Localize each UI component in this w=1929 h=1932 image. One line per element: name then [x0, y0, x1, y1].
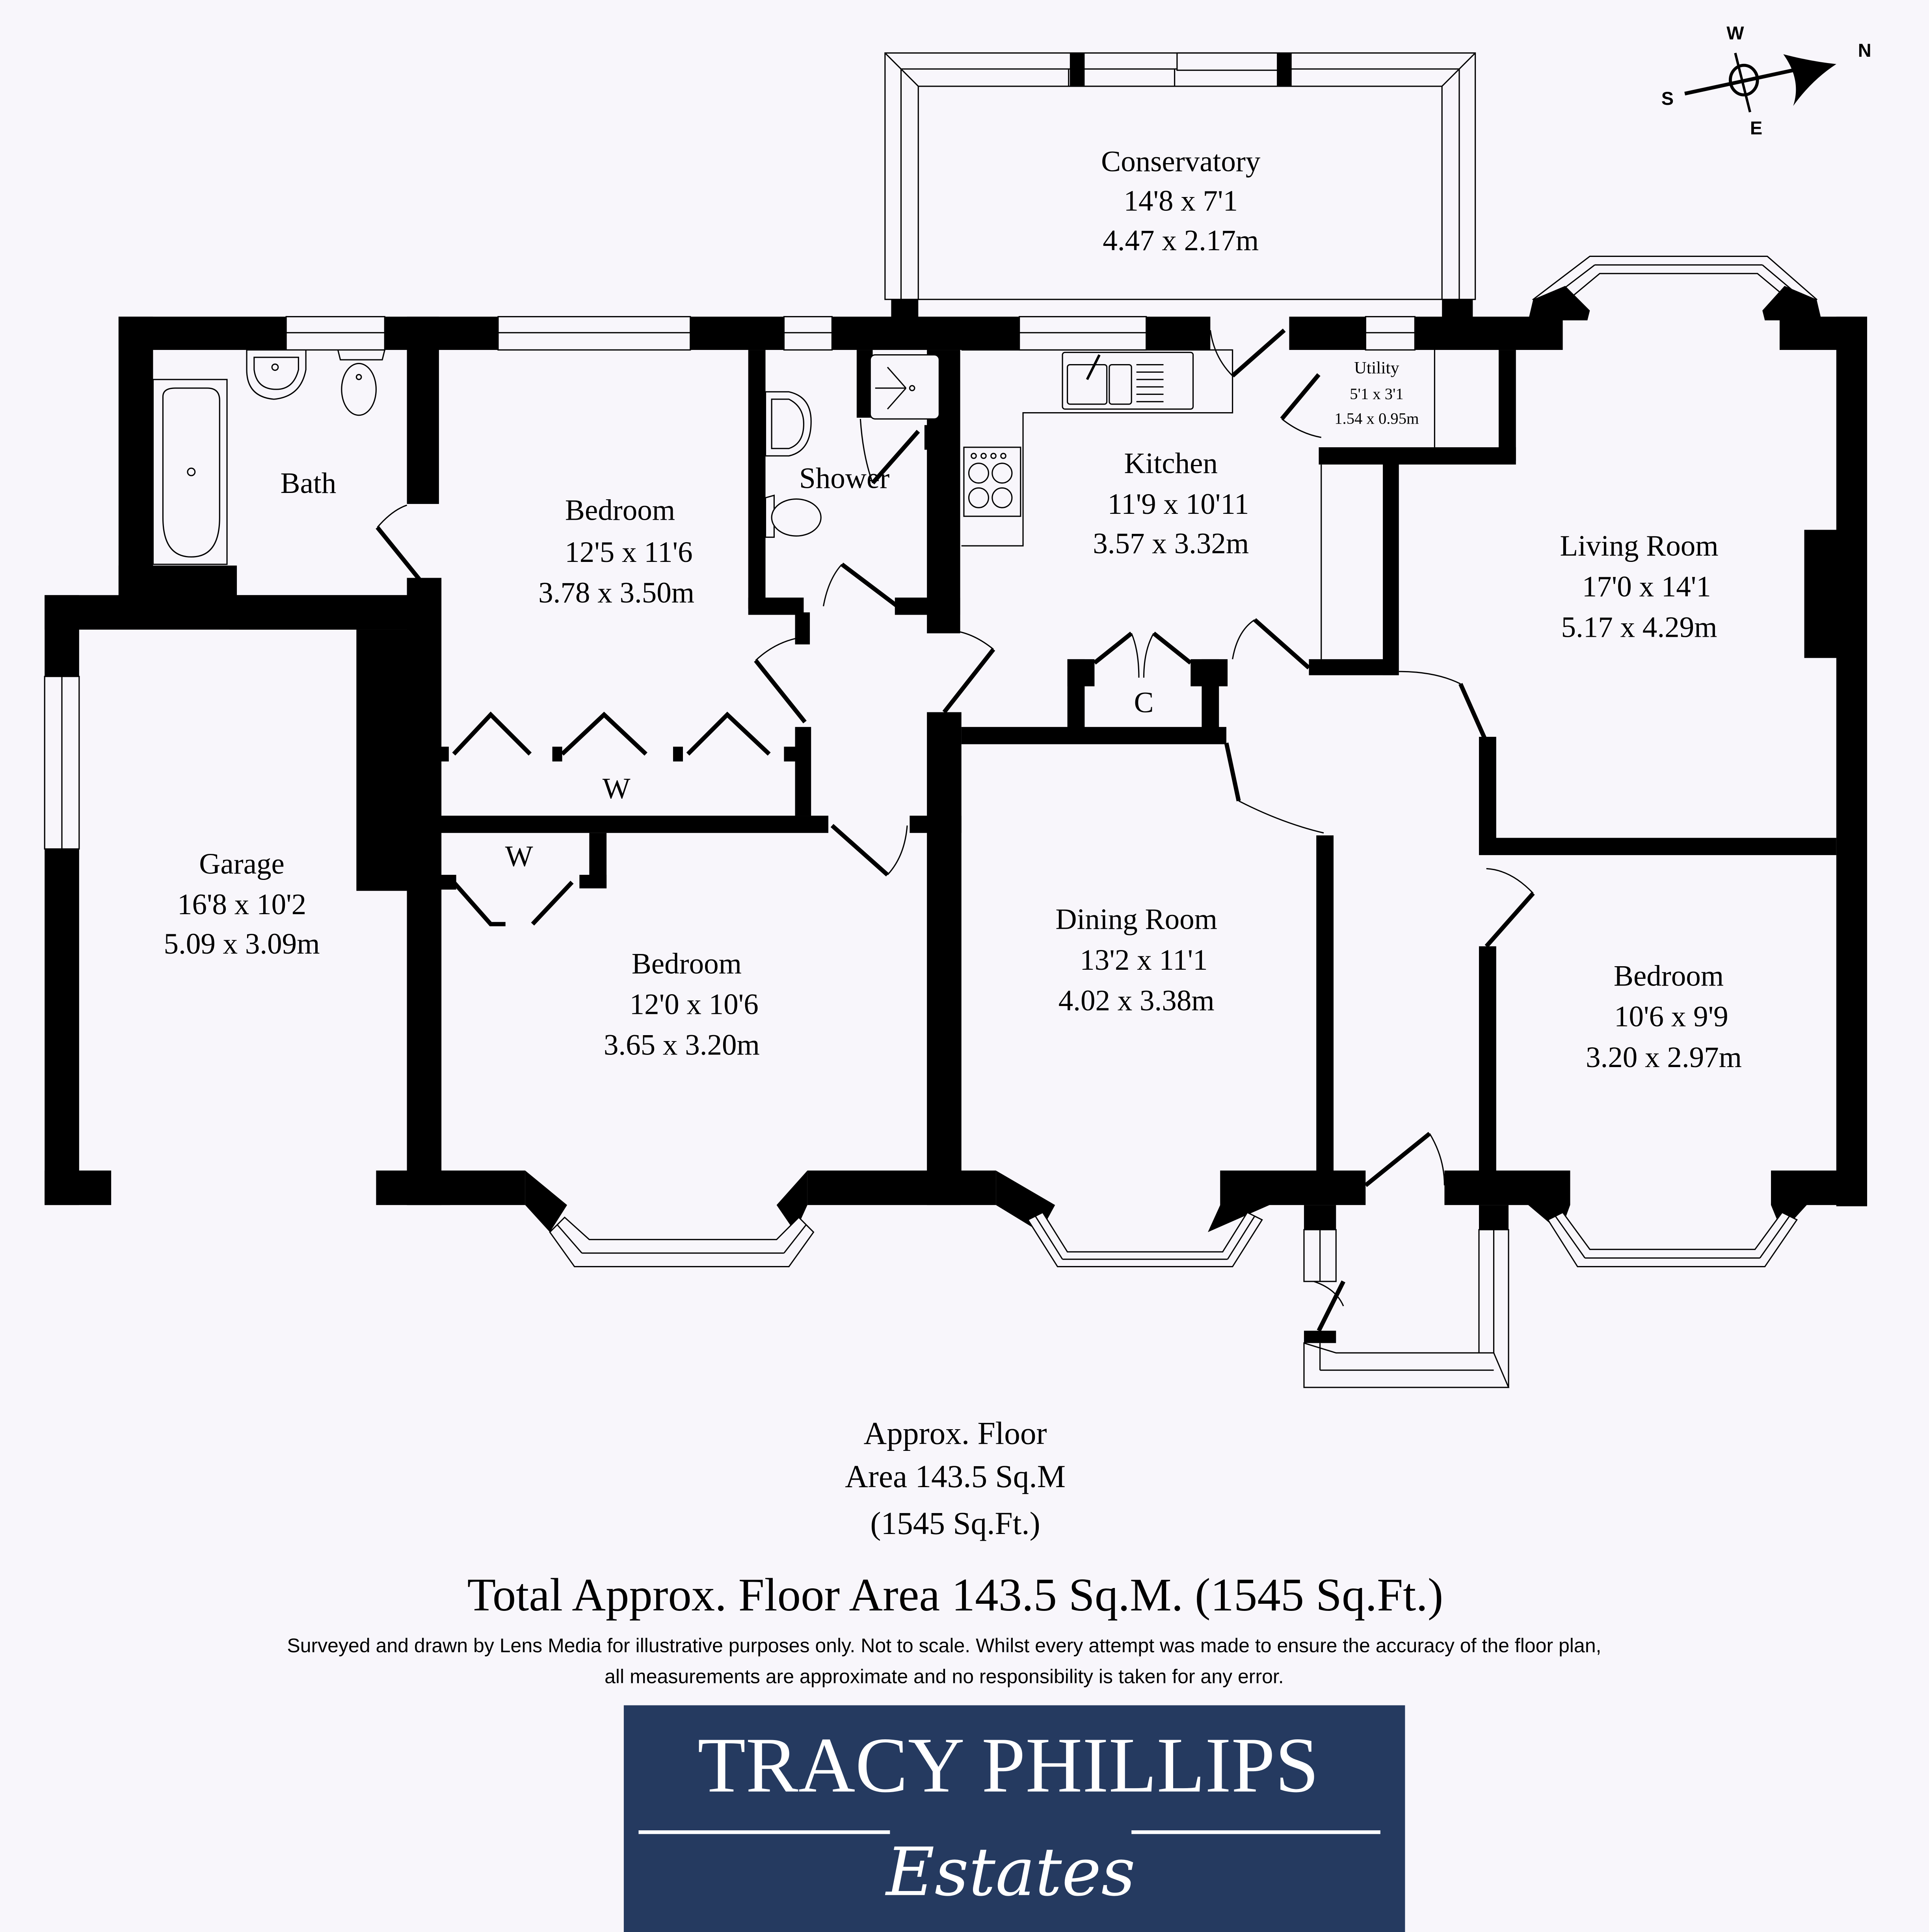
shower-basin-icon [765, 391, 812, 457]
compass-w-label: W [1726, 23, 1744, 43]
room-name: Living Room [1560, 530, 1718, 562]
room-wardrobe-2: W [505, 840, 533, 873]
logo-subtitle: Estates [885, 1833, 1135, 1911]
floor-area-line1: Approx. Floor [863, 1416, 1047, 1451]
room-name: Utility [1354, 358, 1399, 377]
room-utility: Utility 5'1 x 3'1 1.54 x 0.95m [1334, 358, 1419, 427]
compass-e-label: E [1750, 118, 1762, 138]
bedroom3-bay-window [1528, 1170, 1807, 1268]
living-room-bay-window [1528, 255, 1822, 320]
room-name: Bedroom [565, 494, 675, 527]
bedroom2-bay-window [525, 1170, 815, 1268]
floor-area-line3: (1545 Sq.Ft.) [870, 1506, 1040, 1541]
room-name: Garage [199, 848, 285, 880]
hob-icon [963, 446, 1021, 517]
room-bath: Bath [281, 467, 337, 500]
room-name: C [1134, 686, 1153, 719]
room-metric: 3.57 x 3.32m [1093, 527, 1249, 560]
room-imperial: 10'6 x 9'9 [1614, 1000, 1728, 1033]
room-imperial: 12'0 x 10'6 [630, 988, 759, 1021]
room-metric: 1.54 x 0.95m [1334, 410, 1419, 428]
room-cupboard: C [1134, 686, 1153, 719]
room-bedroom-1: Bedroom 12'5 x 11'6 3.78 x 3.50m [538, 494, 694, 610]
room-imperial: 11'9 x 10'11 [1107, 488, 1249, 521]
room-metric: 5.17 x 4.29m [1561, 611, 1717, 644]
logo-background [623, 1705, 1405, 1932]
porch [1303, 1132, 1510, 1388]
room-metric: 3.78 x 3.50m [538, 576, 694, 609]
room-metric: 3.65 x 3.20m [604, 1029, 760, 1062]
floor-area-line2: Area 143.5 Sq.M [845, 1459, 1066, 1494]
disclaimer-line2: all measurements are approximate and no … [605, 1665, 1284, 1687]
room-metric: 3.20 x 2.97m [1586, 1041, 1742, 1074]
dining-bay-window [996, 1170, 1270, 1268]
room-name: W [603, 772, 631, 805]
shower-tray-icon [869, 354, 940, 420]
room-name: Bedroom [1614, 960, 1724, 993]
room-imperial: 13'2 x 11'1 [1080, 944, 1207, 976]
compass-icon: W N S E [1661, 23, 1871, 138]
floor-area-block: Approx. Floor Area 143.5 Sq.M (1545 Sq.F… [845, 1416, 1066, 1541]
room-imperial: 16'8 x 10'2 [177, 888, 306, 921]
room-metric: 4.47 x 2.17m [1103, 224, 1259, 257]
kitchen-counter [961, 349, 1233, 547]
room-living: Living Room 17'0 x 14'1 5.17 x 4.29m [1560, 530, 1718, 643]
conservatory-frame [884, 52, 1476, 324]
logo-title: TRACY PHILLIPS [698, 1722, 1319, 1809]
room-imperial: 12'5 x 11'6 [565, 536, 692, 569]
room-dining: Dining Room 13'2 x 11'1 4.02 x 3.38m [1055, 903, 1217, 1017]
bathtub-icon [152, 379, 228, 565]
total-floor-area: Total Approx. Floor Area 143.5 Sq.M. (15… [467, 1569, 1443, 1621]
compass-n-label: N [1858, 40, 1871, 61]
room-imperial: 5'1 x 3'1 [1350, 385, 1404, 403]
room-imperial: 17'0 x 14'1 [1582, 570, 1711, 603]
room-metric: 4.02 x 3.38m [1058, 984, 1215, 1017]
room-bedroom-3: Bedroom 10'6 x 9'9 3.20 x 2.97m [1586, 960, 1742, 1074]
room-kitchen: Kitchen 11'9 x 10'11 3.57 x 3.32m [1093, 447, 1249, 560]
room-name: Bedroom [632, 947, 742, 980]
room-name: Dining Room [1055, 903, 1217, 936]
walls [44, 316, 1867, 1207]
toilet-icon [337, 349, 386, 416]
room-imperial: 14'8 x 7'1 [1124, 185, 1238, 218]
room-name: Kitchen [1124, 447, 1218, 480]
washbasin-icon [246, 349, 307, 400]
room-metric: 5.09 x 3.09m [164, 928, 320, 960]
doors [376, 328, 1535, 948]
room-conservatory: Conservatory 14'8 x 7'1 4.47 x 2.17m [1101, 145, 1261, 257]
sink-icon [1062, 351, 1194, 410]
shower-toilet-icon [765, 494, 822, 538]
conservatory-sliding-door [1068, 68, 1176, 87]
room-name: Conservatory [1101, 145, 1261, 178]
disclaimer-line1: Surveyed and drawn by Lens Media for ill… [287, 1634, 1601, 1657]
room-garage: Garage 16'8 x 10'2 5.09 x 3.09m [164, 848, 320, 960]
room-name: Bath [281, 467, 337, 500]
compass-s-label: S [1661, 88, 1674, 109]
agency-logo: TRACY PHILLIPS Estates [623, 1705, 1405, 1932]
room-name: W [505, 840, 533, 873]
room-name: Shower [799, 462, 889, 495]
room-bedroom-2: Bedroom 12'0 x 10'6 3.65 x 3.20m [604, 947, 760, 1061]
room-wardrobe-1: W [603, 772, 631, 805]
room-shower: Shower [799, 462, 889, 495]
